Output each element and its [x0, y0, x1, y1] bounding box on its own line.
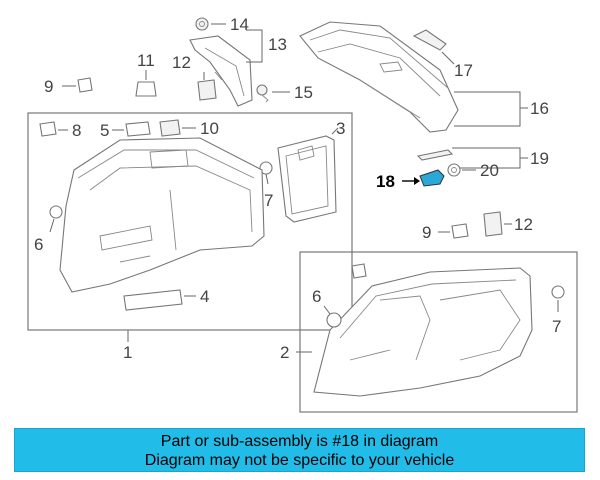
- callout-12-top: 12: [172, 53, 191, 72]
- part-7-clip-left: [259, 161, 273, 185]
- callout-9-right: 9: [422, 223, 431, 242]
- callout-6-left: 6: [34, 235, 43, 254]
- part-20-washer: [447, 163, 476, 177]
- part-9-clip-right: [438, 223, 469, 239]
- callout-9-top: 9: [44, 77, 53, 96]
- part-1-quarter-trim: [59, 137, 265, 342]
- banner-disclaimer-text: Diagram may not be specific to your vehi…: [144, 452, 455, 469]
- callout-10: 10: [200, 119, 219, 138]
- part-17-handle: [412, 29, 455, 65]
- part-8-clip: [39, 121, 68, 137]
- callout-12-right: 12: [514, 215, 533, 234]
- callout-15: 15: [294, 83, 313, 102]
- part-4-plate: [123, 289, 196, 311]
- callout-13: 13: [268, 35, 287, 54]
- callout-5: 5: [100, 121, 109, 140]
- callout-17: 17: [454, 61, 473, 80]
- assembly-box-2: [299, 251, 578, 413]
- part-11-clip: [135, 70, 157, 97]
- callout-1: 1: [123, 343, 132, 362]
- part-2-trunk-side-trim: [296, 267, 533, 397]
- callout-16: 16: [530, 99, 549, 118]
- part-3-trim-panel: [277, 127, 339, 223]
- part-9-clip-top: [62, 77, 93, 93]
- parts-diagram: 14 13 11 12 15 9 17 16 8 5 10 3 19 20 18…: [27, 15, 578, 413]
- part-5-clip: [112, 121, 151, 137]
- part-6-clip-left: [49, 205, 63, 233]
- banner-part-text: Part or sub-assembly is #18 in diagram: [160, 433, 439, 450]
- callout-2: 2: [280, 343, 289, 362]
- callout-7-right: 7: [552, 317, 561, 336]
- part-19-bracket: [416, 147, 528, 169]
- callout-6-right: 6: [312, 287, 321, 306]
- callout-14: 14: [230, 15, 249, 34]
- callout-7-left: 7: [264, 191, 273, 210]
- callout-11: 11: [137, 51, 155, 70]
- part-7-clip-right: [551, 285, 565, 312]
- part-12-retainer-top: [197, 72, 217, 101]
- part-15-bolt: [256, 84, 290, 103]
- part-6-clip-right: [323, 305, 342, 328]
- callout-8: 8: [72, 121, 81, 140]
- part-14-grommet: [195, 17, 226, 31]
- callout-4: 4: [200, 287, 209, 306]
- part-10-fastener: [159, 119, 196, 137]
- part-12-retainer-right: [483, 211, 512, 237]
- callout-18: 18: [376, 172, 395, 191]
- callout-3: 3: [336, 119, 345, 138]
- part-13-pillar-trim: [189, 29, 263, 107]
- callout-19: 19: [530, 149, 549, 168]
- assembly-box-1: [27, 112, 353, 331]
- callout-20: 20: [480, 161, 499, 180]
- part-16-tonneau-cover: [299, 21, 528, 133]
- part-clip-small: [351, 263, 367, 279]
- part-18-highlighted: [402, 169, 445, 187]
- part-info-banner: Part or sub-assembly is #18 in diagram D…: [14, 428, 585, 472]
